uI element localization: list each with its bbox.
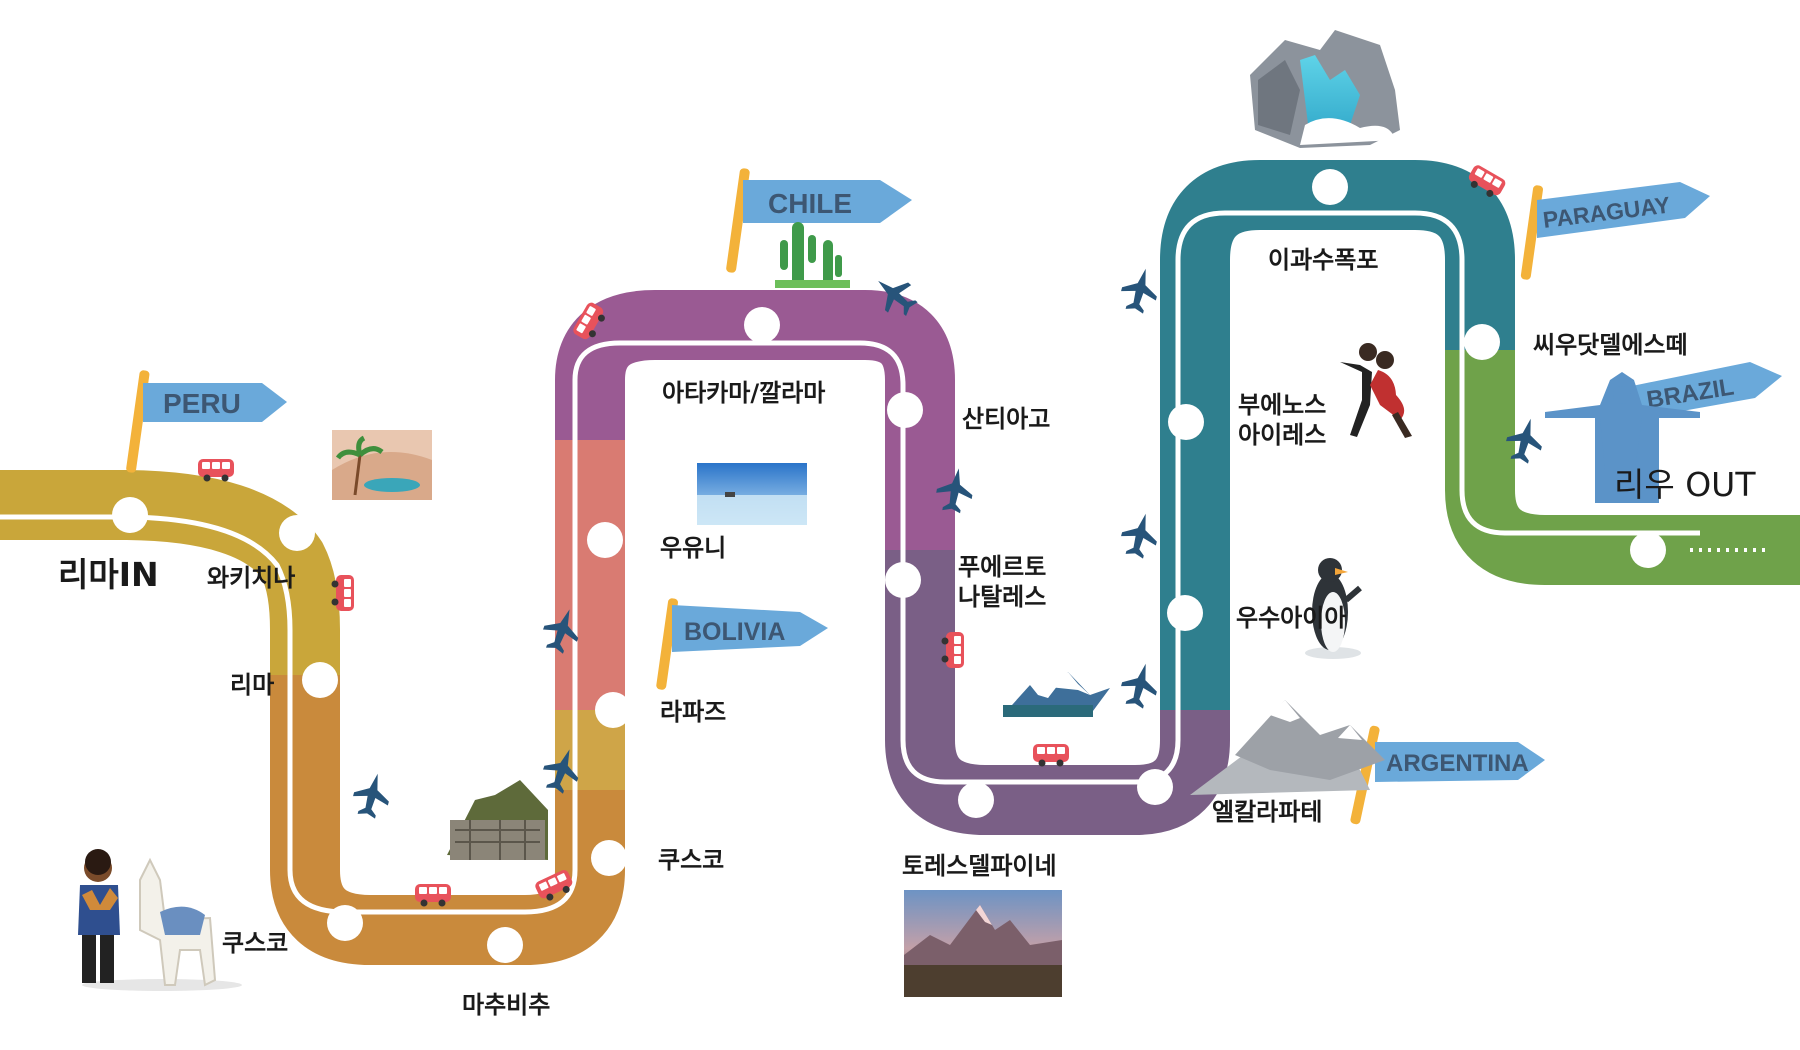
stop-label-huacachina: 와키치나 xyxy=(207,564,296,592)
stop-label-puerto-natales: 푸에르토 나탈레스 xyxy=(958,553,1047,611)
flag-peru: PERU xyxy=(126,370,287,473)
stop-label-atacama: 아타카마/깔라마 xyxy=(662,379,826,407)
stop-label-torres-del-paine: 토레스델파이네 xyxy=(902,852,1057,880)
stop-iguazu xyxy=(1312,169,1348,205)
stop-atacama xyxy=(744,307,780,343)
flag-label-chile: CHILE xyxy=(768,188,852,219)
mountain-icon xyxy=(1190,700,1385,795)
plane-icon xyxy=(1116,509,1164,561)
stop-buenos-aires xyxy=(1168,404,1204,440)
tango-dancers-icon xyxy=(1340,343,1412,438)
bus-icon xyxy=(1033,744,1069,767)
flag-label-peru: PERU xyxy=(163,388,241,419)
stop-label-el-calafate: 엘칼라파테 xyxy=(1212,798,1323,826)
stop-torres xyxy=(958,782,994,818)
stop-machu-picchu xyxy=(487,927,523,963)
cactus-icon xyxy=(775,222,850,288)
stop-label-lima: 리마 xyxy=(230,671,275,699)
stop-label-lima-in: 리마IN xyxy=(58,555,159,594)
flag-label-bolivia: BOLIVIA xyxy=(684,618,785,646)
stop-uyuni xyxy=(587,522,623,558)
stop-label-iguazu: 이과수폭포 xyxy=(1268,246,1379,274)
stop-label-rio-out: 리우 OUT xyxy=(1614,465,1756,504)
flag-paraguay: PARAGUAY xyxy=(1520,182,1710,280)
stop-label-buenos-aires: 부에노스 아이레스 xyxy=(1238,391,1327,449)
flag-bolivia: BOLIVIA xyxy=(656,598,828,690)
stop-huacachina xyxy=(279,515,315,551)
penguin-icon xyxy=(1305,558,1362,659)
stop-rio-out xyxy=(1630,532,1666,568)
llama-boy-icon xyxy=(78,849,242,991)
stop-label-la-paz: 라파즈 xyxy=(660,698,727,726)
stop-cusco-2 xyxy=(591,840,627,876)
stop-cusco-1 xyxy=(327,905,363,941)
stop-label-santiago: 산티아고 xyxy=(962,405,1051,433)
stop-santiago xyxy=(887,392,923,428)
stop-label-uyuni: 우유니 xyxy=(660,534,727,562)
stop-markers xyxy=(112,169,1666,963)
flag-chile: CHILE xyxy=(726,168,912,273)
plane-icon xyxy=(1116,264,1164,316)
stop-lima-in xyxy=(112,497,148,533)
salt-flat-photo xyxy=(697,463,807,525)
stop-puerto-natales xyxy=(885,562,921,598)
christ-redeemer-icon xyxy=(1545,372,1700,503)
stop-el-calafate xyxy=(1137,769,1173,805)
desert-oasis-icon xyxy=(332,430,432,500)
stop-label-sao-paulo: 씨우닷델에스떼 xyxy=(1533,331,1688,359)
stop-ushuaia xyxy=(1167,595,1203,631)
fitz-roy-photo xyxy=(904,890,1062,997)
machu-picchu-icon xyxy=(447,780,548,860)
stop-lima xyxy=(302,662,338,698)
plane-icon xyxy=(1116,659,1164,711)
flag-label-argentina: ARGENTINA xyxy=(1386,750,1529,777)
stop-sao-paulo xyxy=(1464,324,1500,360)
stop-label-ushuaia: 우수아이아 xyxy=(1236,604,1347,632)
stop-label-cusco-2: 쿠스코 xyxy=(658,846,725,874)
stop-la-paz xyxy=(595,692,631,728)
stop-label-cusco-1: 쿠스코 xyxy=(222,929,289,957)
plane-icon xyxy=(348,769,396,821)
waterfall-icon xyxy=(1250,30,1400,148)
flag-argentina: ARGENTINA xyxy=(1350,725,1545,825)
mountain-icon xyxy=(1003,672,1110,717)
stop-label-machu-picchu: 마추비추 xyxy=(462,991,551,1019)
